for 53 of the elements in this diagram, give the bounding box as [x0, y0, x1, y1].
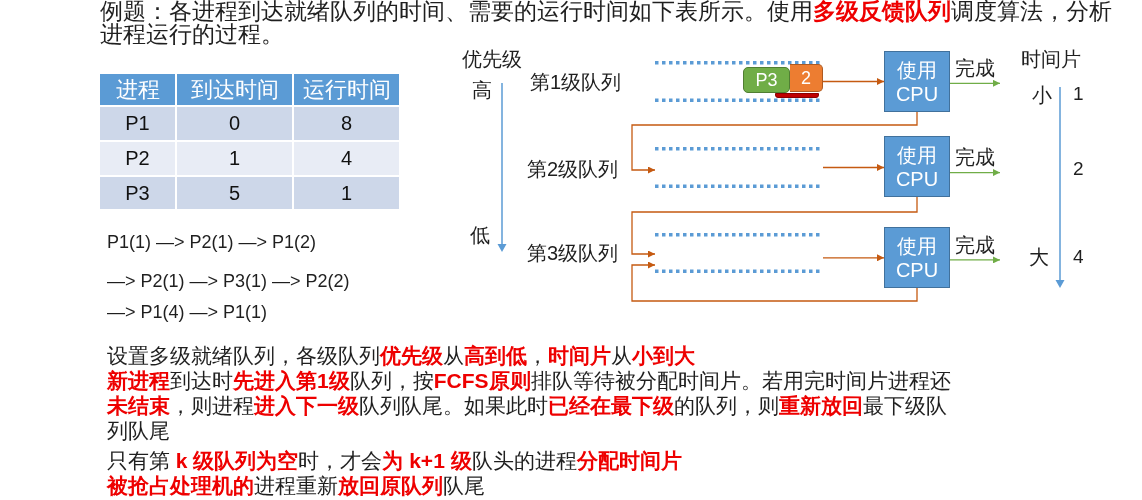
note-text: 新进程到达时先进入第1级队列，按FCFS原则排队等待被分配时间片。若用完时间片进程还未结束，则进程进入下一级队列队尾。如果此时已经在最下级的队列，则重新放回最下级队列队尾: [107, 368, 952, 443]
table-cell: P1: [99, 106, 176, 141]
header-cell: 到达时间: [176, 73, 293, 106]
table-cell: 1: [293, 176, 400, 210]
edge-label: 完成: [955, 145, 995, 169]
cpu-box: 使用CPU: [884, 136, 950, 197]
table-cell: 5: [176, 176, 293, 210]
edge-label: 完成: [955, 233, 995, 257]
arrow: [631, 111, 918, 174]
header-cell: 运行时间: [293, 73, 400, 106]
header-cell: 进程: [99, 73, 176, 106]
queue-label: 第3级队列: [527, 241, 619, 265]
axis-label: 低: [470, 223, 490, 247]
sequence-text: P1(1) —> P2(1) —> P1(2): [107, 231, 317, 253]
table-cell: 4: [293, 141, 400, 176]
table-cell: 8: [293, 106, 400, 141]
arrow: [822, 78, 885, 85]
process-block: [775, 93, 819, 98]
process-block: P3: [743, 67, 790, 93]
arrow: [949, 79, 1001, 87]
note-text: 只有第 k 级队列为空时，才会为 k+1 级队头的进程分配时间片: [107, 448, 683, 473]
cpu-box: 使用CPU: [884, 51, 950, 112]
queue-label: 第2级队列: [527, 157, 619, 181]
arrow: [949, 169, 1001, 177]
time-slice-value: 1: [1073, 82, 1084, 105]
axis-label: 高: [472, 78, 492, 102]
axis-title: 时间片: [1021, 47, 1081, 71]
slide-title: 例题：各进程到达就绪队列的时间、需要的运行时间如下表所示。使用多级反馈队列调度算法，分析进程运行的过程。: [100, 0, 1113, 46]
arrow: [822, 164, 885, 171]
arrow: [822, 254, 885, 262]
sequence-text: —> P2(1) —> P3(1) —> P2(2): [107, 270, 350, 292]
axis-label: 大: [1029, 245, 1049, 269]
note-text: 设置多级就绪队列，各级队列优先级从高到低，时间片从小到大: [107, 343, 696, 368]
note-text: 被抢占处理机的进程重新放回原队列队尾: [107, 473, 486, 498]
sequence-text: —> P1(4) —> P1(1): [107, 301, 268, 323]
table-cell: P3: [99, 176, 176, 210]
arrow: [949, 256, 1001, 264]
queue-label: 第1级队列: [530, 70, 622, 94]
edge-label: 完成: [955, 56, 995, 80]
time-slice-value: 4: [1073, 245, 1084, 268]
table-cell: P2: [99, 141, 176, 176]
time-slice-value: 2: [1073, 157, 1084, 180]
process-block: 2: [790, 64, 823, 92]
table-cell: 0: [176, 106, 293, 141]
cpu-box: 使用CPU: [884, 227, 950, 288]
axis-title: 优先级: [462, 47, 522, 71]
arrow: [631, 196, 918, 258]
axis-label: 小: [1032, 83, 1052, 107]
queue-band: [655, 147, 823, 188]
queue-band: [655, 61, 823, 102]
arrow: [631, 261, 918, 302]
queue-band: [655, 233, 823, 273]
table-cell: 1: [176, 141, 293, 176]
